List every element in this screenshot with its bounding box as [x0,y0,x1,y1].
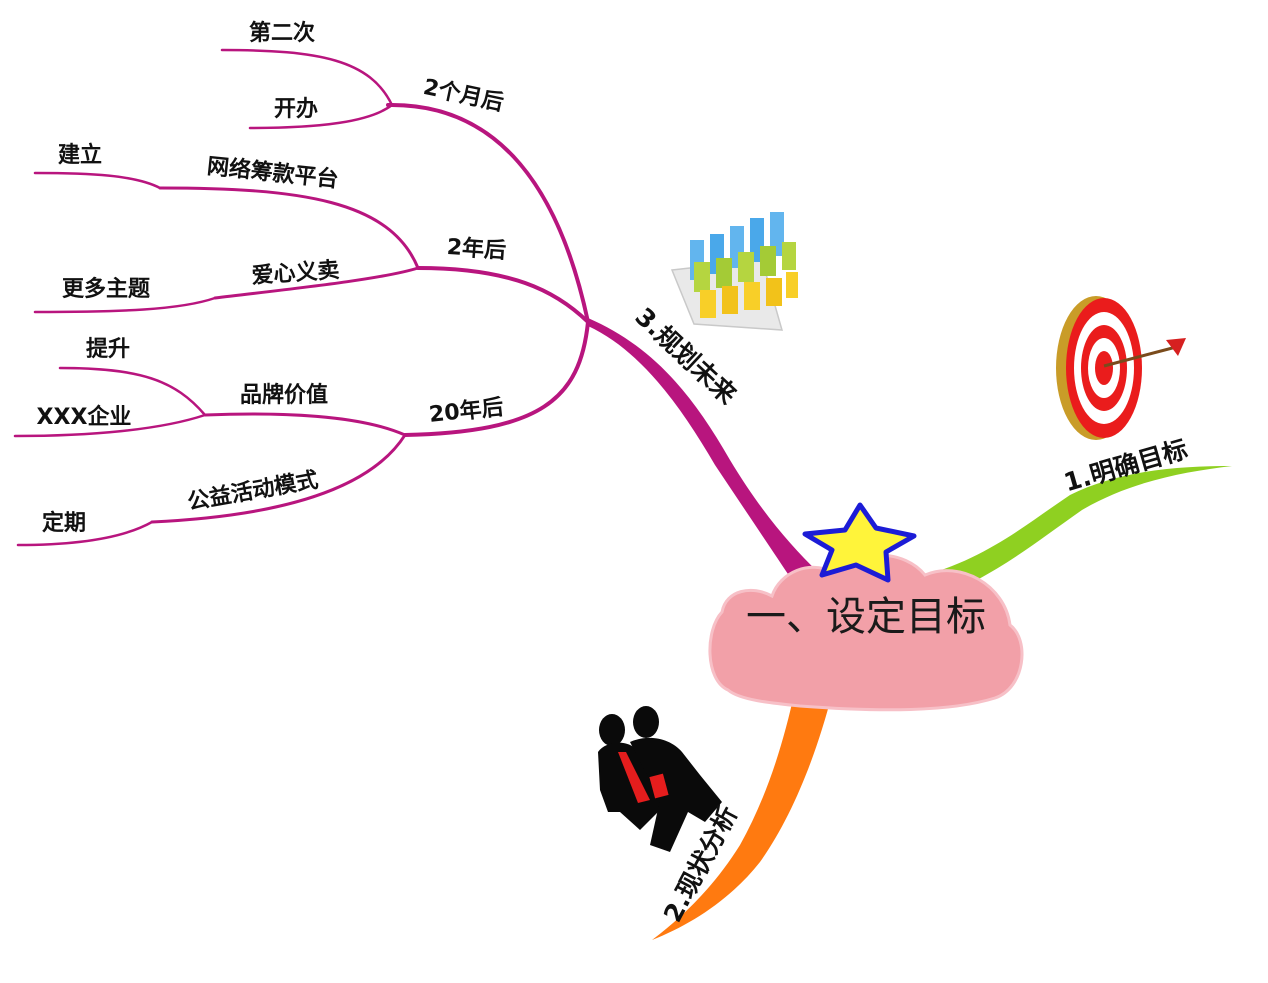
central-topic-cloud[interactable]: 一、设定目标 [708,553,1024,712]
branch-status-main [652,690,832,940]
leaf-20years-sub1-1[interactable]: 提升 [86,336,130,362]
leaf-2years-sub2[interactable]: 更多主题 [62,276,151,302]
connector-2months [386,103,590,324]
leaf-2months-2[interactable]: 开办 [274,97,318,122]
leaf-2months-1[interactable]: 第二次 [249,20,315,46]
connector-20years-sub1-bottom [13,413,207,438]
node-2years-sub2[interactable]: 爱心义卖 [251,257,341,289]
businessmen-icon [598,706,722,852]
leaf-20years-sub2[interactable]: 定期 [42,510,86,536]
star-icon [802,502,917,583]
connector-20years-sub1-top [58,366,207,417]
planning-branch-lines [13,48,590,547]
node-2years-sub1[interactable]: 网络筹款平台 [206,153,340,193]
connector-2months-top [220,48,394,107]
node-20years-sub1[interactable]: 品牌价值 [240,382,328,408]
node-2years[interactable]: 2年后 [446,234,507,264]
central-topic-title: 一、设定目标 [746,594,986,640]
connector-20years [403,320,590,437]
connector-20years-sub2-leaf [16,520,154,547]
node-20years[interactable]: 20年后 [428,394,505,428]
connector-2years-sub1 [158,186,420,270]
bar-chart-icon [670,212,798,331]
branch-planning-main [588,318,818,580]
connector-2years [416,266,590,324]
branch-goal-main [915,466,1232,600]
cloud-shape [708,553,1024,712]
leaf-2years-sub1[interactable]: 建立 [58,142,102,168]
connector-2years-sub2-leaf [33,296,217,314]
node-20years-sub2[interactable]: 公益活动模式 [186,467,321,516]
connector-2years-sub2 [213,266,420,300]
connector-2months-bottom [248,103,394,130]
connector-20years-sub1 [203,412,407,437]
leaf-20years-sub1-2[interactable]: XXX企业 [37,404,132,430]
connector-20years-sub2 [150,433,407,524]
connector-2years-sub1-leaf [33,171,162,190]
target-icon [1056,296,1186,440]
